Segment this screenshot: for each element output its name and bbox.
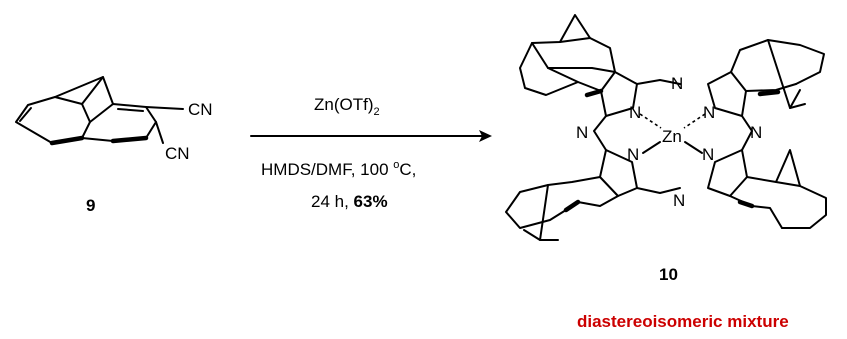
conditions-line-2: 24 h, 63%	[311, 192, 388, 211]
pyrrole-nitrogen-bl: N	[627, 145, 639, 164]
diastereomer-note: diastereoisomeric mixture	[577, 312, 789, 331]
bridge-nitrogen-bottom: N	[673, 191, 685, 210]
reaction-arrow	[250, 130, 492, 142]
bridge-nitrogen-left: N	[576, 123, 588, 142]
reactant-cn-top: CN	[188, 100, 213, 119]
bridge-nitrogen-top: N	[671, 74, 683, 93]
zinc-center: Zn	[662, 127, 682, 146]
conditions-line-1: HMDS/DMF, 100 oC,	[261, 159, 416, 179]
product-label: 10	[659, 265, 678, 284]
product-structure	[505, 14, 827, 241]
reactant-structure: CN CN	[15, 76, 213, 163]
bridge-nitrogen-right: N	[750, 123, 762, 142]
pyrrole-nitrogen-tr: N	[703, 103, 715, 122]
pyrrole-nitrogen-tl: N	[629, 103, 641, 122]
pyrrole-nitrogen-br: N	[702, 145, 714, 164]
reagent-text: Zn(OTf)2	[314, 95, 380, 118]
reactant-cn-bottom: CN	[165, 144, 190, 163]
reactant-label: 9	[86, 196, 95, 215]
